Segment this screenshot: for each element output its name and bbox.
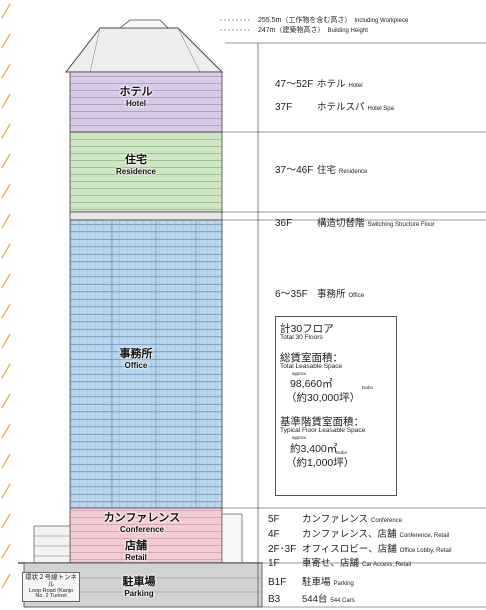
decorative-slash-border	[1, 3, 11, 589]
office-label: 事務所 Office	[119, 348, 153, 370]
tsubo-label-2: tsubo	[336, 450, 348, 455]
office-zone	[69, 219, 223, 509]
parking-label: 駐車場 Parking	[122, 576, 156, 598]
approx-label-1: approx.	[292, 371, 308, 376]
typical-space-m2: 約3,400㎡	[290, 443, 338, 455]
total-space-en: Total Leasable Space	[280, 363, 343, 370]
typical-space-tsubo: （約1,000坪）	[286, 457, 355, 469]
loop-road-tunnel-label: 環状２号線トンネル Loop Road (Kanjo No. 2 Tunnel	[22, 572, 80, 602]
office-stats-box: 計30フロア Total 30 Floors 総賃室面積： Total Leas…	[275, 316, 397, 496]
approx-label-2: approx.	[292, 435, 308, 440]
tsubo-label-1: tsubo	[362, 385, 374, 390]
typical-space-en: Typical Floor Leasable Space	[280, 427, 366, 434]
total-floors-en: Total 30 Floors	[280, 334, 323, 341]
switching-floor-band	[69, 211, 223, 221]
tower-crown	[64, 27, 224, 73]
podium-zone	[69, 507, 223, 564]
conference-label: カンファレンス Conference	[103, 512, 181, 534]
building-height-label: 247m（建築物高さ）Building Height	[258, 27, 368, 34]
typical-space-jp: 基準階賃室面積：	[280, 416, 364, 428]
retail-label: 店舗 Retail	[125, 540, 147, 562]
total-space-jp: 総賃室面積：	[280, 352, 343, 364]
total-space-tsubo: （約30,000坪）	[286, 392, 361, 404]
workpiece-height-label: 255.5m（工作物を含む高さ）Including Workpiece	[258, 17, 409, 24]
total-floors-jp: 計30フロア	[280, 323, 334, 335]
hotel-label: ホテル Hotel	[119, 86, 153, 108]
total-space-m2: 98,660㎡	[290, 378, 333, 390]
residence-label: 住宅 Residence	[115, 154, 157, 176]
